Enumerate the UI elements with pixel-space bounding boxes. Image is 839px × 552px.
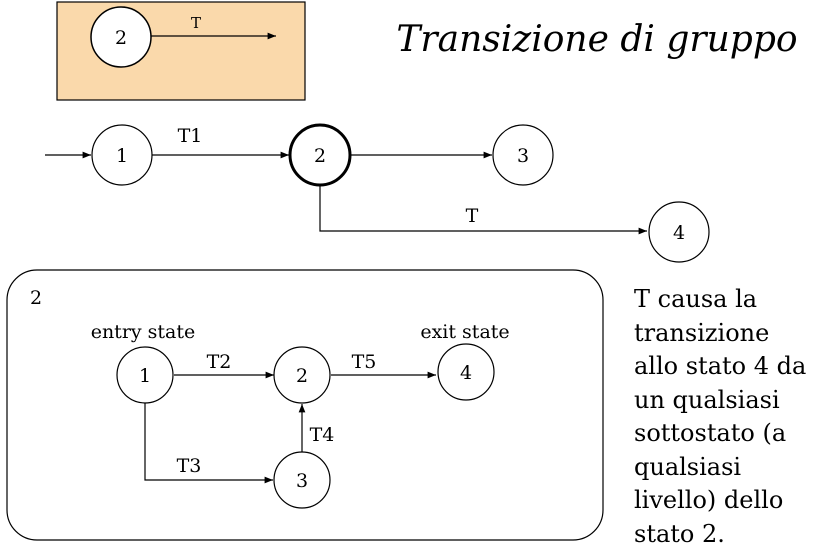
transition-t-label: T bbox=[466, 205, 479, 227]
description-line: transizione bbox=[634, 318, 770, 347]
transition-t2-label: T2 bbox=[207, 351, 232, 373]
description-line: sottostato (a bbox=[634, 419, 787, 447]
state-3-label: 3 bbox=[517, 145, 529, 167]
description-text: T causa la transizione allo stato 4 da u… bbox=[634, 283, 834, 551]
description-line: qualsiasi bbox=[634, 452, 742, 481]
description-line: livello) dello bbox=[634, 486, 784, 514]
top-diagram: 1 T1 2 3 T 4 bbox=[45, 123, 710, 263]
substate-4-label: 4 bbox=[460, 362, 472, 384]
state-4-label: 4 bbox=[673, 222, 685, 244]
substate-box-frame bbox=[6, 269, 604, 541]
transition-t1-label: T1 bbox=[178, 125, 203, 147]
state-3-circle bbox=[492, 124, 554, 186]
legend-transition-label: T bbox=[191, 14, 201, 32]
substate-2-label: 2 bbox=[296, 365, 308, 387]
description-line: un qualsiasi bbox=[634, 385, 780, 414]
transition-t5-label: T5 bbox=[352, 351, 377, 373]
page-title: Transizione di gruppo bbox=[396, 19, 797, 60]
transition-t3-label: T3 bbox=[177, 455, 202, 477]
state-4-circle bbox=[648, 201, 710, 263]
transition-t-arrow bbox=[319, 186, 647, 235]
substate-1-label: 1 bbox=[139, 365, 151, 387]
state-1-label: 1 bbox=[116, 145, 128, 167]
exit-state-label: exit state bbox=[420, 321, 509, 343]
transition-t3-arrow bbox=[144, 403, 273, 484]
legend-state-label: 2 bbox=[115, 27, 127, 49]
state-2-label: 2 bbox=[314, 145, 326, 167]
transition-t4-label: T4 bbox=[310, 424, 335, 446]
substate-4-circle bbox=[437, 343, 495, 401]
legend-state-circle bbox=[90, 6, 152, 68]
entry-state-label: entry state bbox=[91, 321, 196, 343]
description-line: allo stato 4 da bbox=[634, 352, 807, 380]
legend-box: 2 T bbox=[56, 1, 306, 101]
description-line: T causa la bbox=[634, 285, 758, 313]
state-2-circle bbox=[288, 123, 352, 187]
substate-box-label: 2 bbox=[30, 287, 42, 309]
substate-3-label: 3 bbox=[296, 470, 308, 492]
substate-2-circle bbox=[273, 346, 331, 404]
description-line: stato 2. bbox=[634, 519, 725, 548]
substate-box: 2 entry state exit state 1 T2 2 T5 4 T3 … bbox=[6, 269, 604, 541]
